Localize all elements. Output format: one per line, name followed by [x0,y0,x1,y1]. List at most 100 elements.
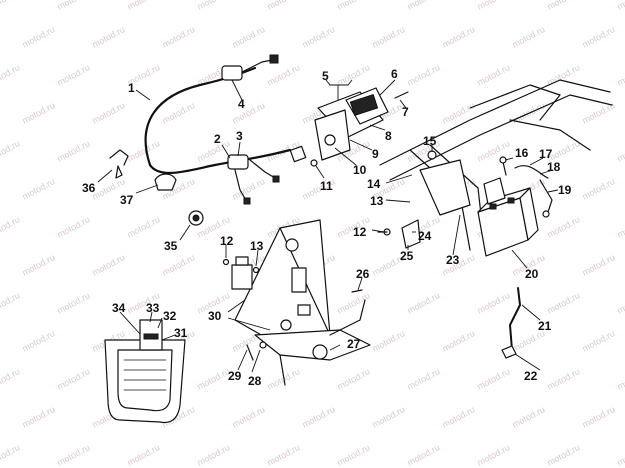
callout-10: 10 [353,163,367,177]
callout-15: 15 [423,134,437,148]
watermark-text: motod.ru [405,290,441,316]
watermark-text: motod.ru [335,0,371,12]
watermark-text: motod.ru [615,138,625,164]
callout-22: 22 [524,369,538,383]
callout-29: 29 [228,369,242,383]
watermark-text: motod.ru [440,24,476,50]
watermark-text: motod.ru [580,328,616,354]
watermark-text: motod.ru [615,442,625,468]
callout-23: 23 [446,253,460,267]
watermark-text: motod.ru [335,62,371,88]
callout-18: 18 [547,160,561,174]
wiring-harness [144,54,292,205]
watermark-text: motod.ru [90,24,126,50]
callout-3: 3 [236,129,243,143]
watermark-text: motod.ru [160,24,196,50]
callout-33: 33 [146,301,160,315]
watermark-text: motod.ru [125,442,161,468]
watermark-text: motod.ru [370,328,406,354]
watermark-text: motod.ru [55,290,91,316]
callout-35: 35 [164,239,178,253]
callout-2: 2 [214,132,221,146]
watermark-text: motod.ru [545,0,581,12]
watermark-text: motod.ru [0,290,22,316]
callout-37: 37 [120,193,134,207]
battery-cables [499,156,553,359]
watermark-text: motod.ru [265,62,301,88]
watermark-text: motod.ru [230,404,266,430]
watermark-text: motod.ru [405,62,441,88]
callout-34: 34 [112,301,126,315]
watermark-text: motod.ru [580,100,616,126]
watermark-text: motod.ru [20,328,56,354]
callout-labels: 1 2 3 4 5 6 7 8 9 10 11 12 12 13 13 14 1… [82,67,572,388]
watermark-text: motod.ru [545,214,581,240]
watermark-text: motod.ru [580,24,616,50]
watermark-text: motod.ru [230,24,266,50]
watermark-text: motod.ru [300,24,336,50]
watermark-text: motod.ru [545,366,581,392]
callout-5: 5 [322,69,329,83]
callout-26: 26 [356,267,370,281]
callout-16: 16 [515,146,529,160]
watermark-text: motod.ru [475,62,511,88]
watermark-text: motod.ru [20,100,56,126]
callout-32: 32 [163,309,177,323]
callout-1: 1 [128,81,135,95]
callout-19: 19 [558,183,572,197]
watermark-text: motod.ru [510,404,546,430]
watermark-text: motod.ru [300,404,336,430]
callout-12-relay: 12 [220,234,234,248]
leader-lines [97,79,559,373]
watermark-text: motod.ru [20,404,56,430]
watermark-text: motod.ru [615,62,625,88]
watermark-text: motod.ru [0,62,22,88]
watermark-text: motod.ru [55,366,91,392]
watermark-text: motod.ru [475,290,511,316]
watermark-text: motod.ru [405,442,441,468]
callout-7: 7 [402,105,409,119]
watermark-text: motod.ru [440,100,476,126]
fasteners [246,289,363,361]
callout-24: 24 [418,229,432,243]
watermark-text: motod.ru [440,404,476,430]
watermark-text: motod.ru [230,100,266,126]
watermark-text: motod.ru [125,214,161,240]
callout-13-frame: 13 [370,194,384,208]
watermark-text: motod.ru [335,442,371,468]
watermark-text: motod.ru [195,442,231,468]
callout-13-relay: 13 [250,239,264,253]
watermark-text: motod.ru [20,176,56,202]
watermark-text: motod.ru [615,214,625,240]
callout-8: 8 [385,129,392,143]
mounting-panel [234,219,371,386]
watermark-text: motod.ru [55,138,91,164]
watermark-text: motod.ru [125,138,161,164]
watermark-text: motod.ru [55,0,91,12]
callout-36: 36 [82,181,96,195]
watermark-text: motod.ru [55,62,91,88]
watermark-text: motod.ru [335,290,371,316]
watermark-text: motod.ru [580,404,616,430]
callout-9: 9 [372,147,379,161]
watermark-text: motod.ru [20,24,56,50]
watermark-text: motod.ru [265,0,301,12]
taillight-assembly [289,87,409,167]
watermark-text: motod.ru [615,366,625,392]
callout-20: 20 [525,267,539,281]
callout-14: 14 [367,177,381,191]
watermark-text: motod.ru [160,252,196,278]
watermark-text: motod.ru [580,252,616,278]
watermark-text: motod.ru [195,0,231,12]
watermark-text: motod.ru [195,366,231,392]
watermark-text: motod.ru [160,100,196,126]
watermark-text: motod.ru [90,100,126,126]
battery-brackets [377,219,421,249]
watermark-text: motod.ru [580,176,616,202]
watermark-text: motod.ru [0,138,22,164]
watermark-text: motod.ru [615,0,625,12]
callout-28: 28 [248,374,262,388]
watermark-text: motod.ru [510,24,546,50]
callout-30: 30 [208,309,222,323]
